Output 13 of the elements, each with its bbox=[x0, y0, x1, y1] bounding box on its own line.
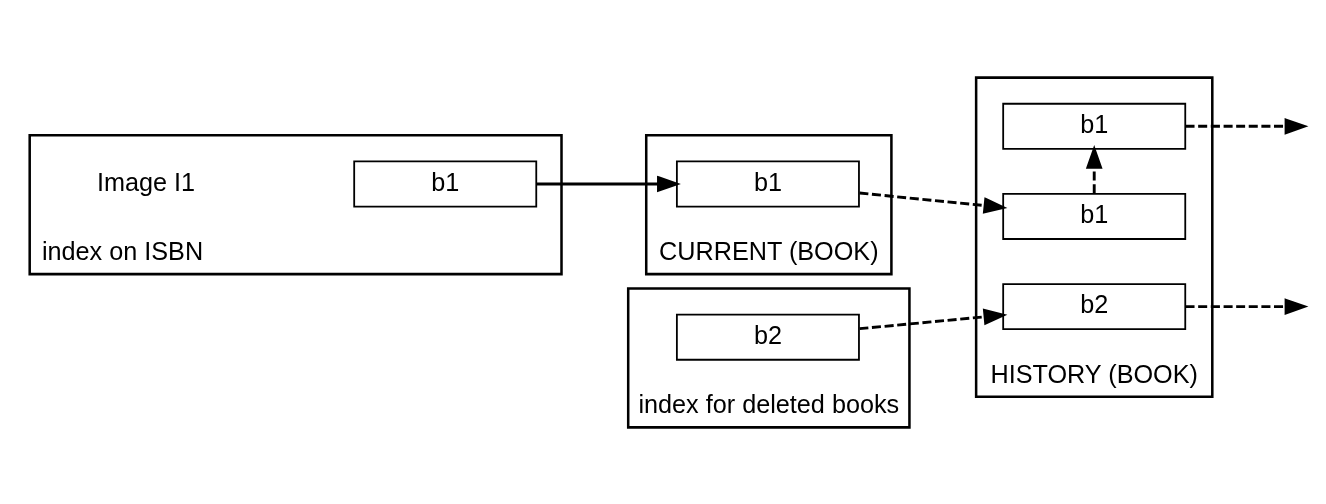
arrow bbox=[536, 175, 681, 192]
node-box: b2 bbox=[676, 313, 860, 361]
arrow bbox=[859, 308, 1008, 330]
node-label: Image I1 bbox=[96, 167, 196, 196]
node-box: b1 bbox=[353, 160, 538, 207]
arrow bbox=[1085, 144, 1103, 193]
node-box: b1 bbox=[676, 160, 860, 207]
node-box: b2 bbox=[1002, 282, 1187, 330]
arrow bbox=[1185, 297, 1309, 315]
arrow bbox=[1185, 117, 1309, 135]
arrow bbox=[859, 191, 1008, 214]
node-box: b1 bbox=[1002, 102, 1187, 150]
node-box: b1 bbox=[1002, 192, 1187, 240]
